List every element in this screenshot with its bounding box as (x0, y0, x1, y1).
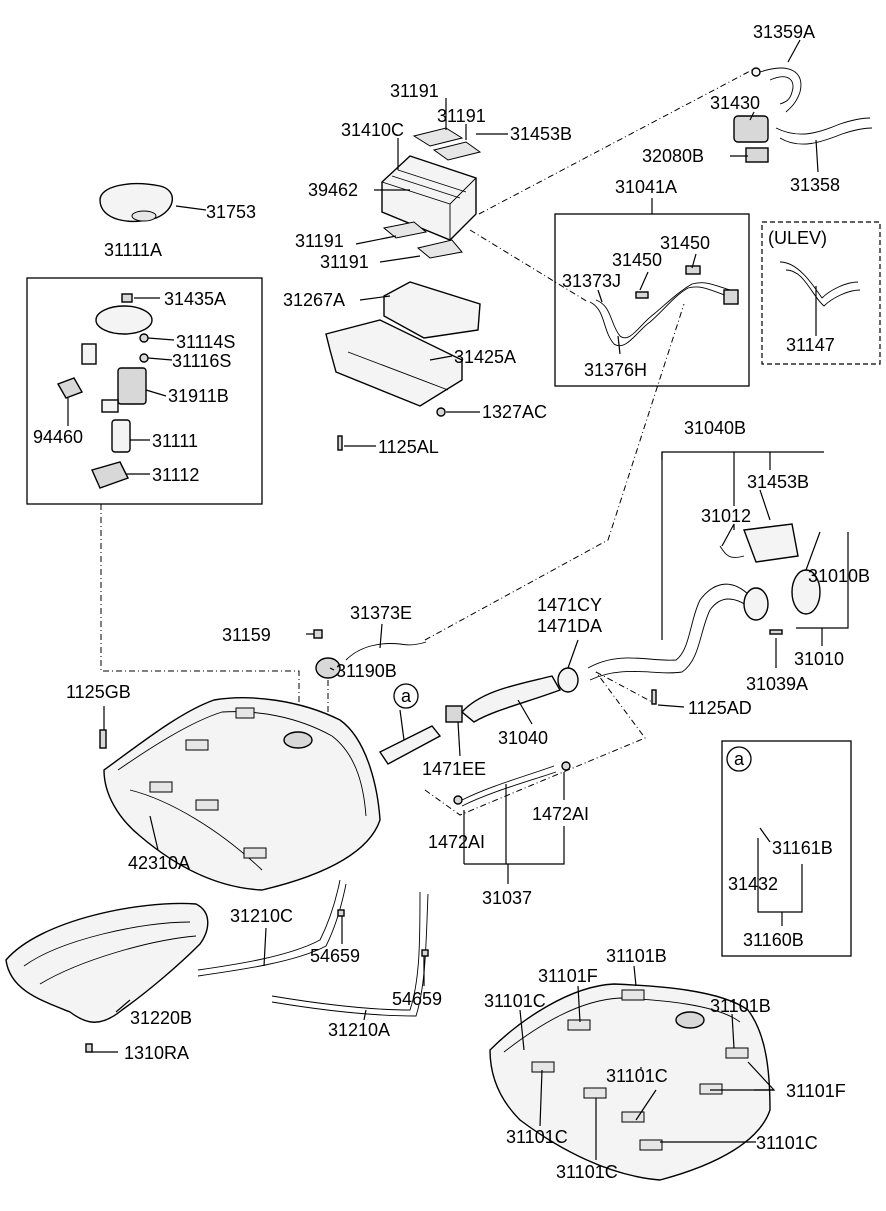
label-31359A: 31359A (753, 22, 815, 42)
label-31111: 31111 (152, 431, 198, 451)
strap-31210c (197, 879, 341, 971)
label-31450-a: 31450 (660, 233, 710, 253)
label-31432: 31432 (728, 874, 778, 894)
label-31191-d: 31191 (320, 252, 369, 272)
label-54659-a: 54659 (310, 946, 360, 966)
label-31040: 31040 (498, 728, 548, 748)
label-31101B-b: 31101B (710, 996, 771, 1016)
label-31010: 31010 (794, 649, 844, 669)
label-31911B: 31911B (168, 386, 229, 406)
fuel-tank-main (103, 697, 381, 891)
fuel-pump-parts (56, 183, 173, 489)
label-31101C-d: 31101C (756, 1133, 818, 1153)
label-31376H: 31376H (584, 360, 647, 380)
dash-leader-vent (424, 303, 685, 641)
filler-neck-group (378, 523, 821, 807)
label-31111A: 31111A (104, 240, 162, 260)
dash-leader-filler (424, 671, 646, 816)
label-31101C-e: 31101C (556, 1162, 618, 1182)
label-31041A: 31041A (615, 177, 677, 197)
label-31191-c: 31191 (295, 231, 344, 251)
label-31753: 31753 (206, 202, 256, 222)
label-31450-b: 31450 (612, 250, 662, 270)
part-labels: 31359A 31430 32080B 31358 31191 31191 31… (33, 22, 870, 1182)
label-1310RA: 1310RA (124, 1043, 189, 1063)
label-31101F-a: 31101F (538, 966, 598, 986)
dash-leader-canister-hose (469, 229, 589, 303)
label-31159: 31159 (222, 625, 271, 645)
label-31190B: 31190B (336, 661, 397, 681)
dash-leader-bolt-ad (595, 671, 655, 704)
label-39462: 39462 (308, 180, 358, 200)
label-31101C-a: 31101C (484, 991, 546, 1011)
label-ulev: (ULEV) (768, 228, 827, 248)
label-31267A: 31267A (283, 290, 345, 310)
label-42310A: 42310A (128, 853, 190, 873)
label-31191-b: 31191 (437, 106, 486, 126)
label-31425A: 31425A (454, 347, 516, 367)
label-1471DA: 1471DA (537, 616, 602, 636)
label-31161B: 31161B (772, 838, 833, 858)
label-31373J: 31373J (562, 271, 621, 291)
label-31430: 31430 (710, 93, 760, 113)
label-31012: 31012 (701, 506, 751, 526)
label-31101F-b: 31101F (786, 1081, 846, 1101)
filler-neck-detail-box (721, 740, 852, 957)
label-31116S: 31116S (172, 351, 231, 371)
label-94460: 94460 (33, 427, 83, 447)
label-1472AI-b: 1472AI (428, 832, 485, 852)
ulev-hose (779, 261, 859, 299)
label-54659-b: 54659 (392, 989, 442, 1009)
label-1327AC: 1327AC (482, 402, 547, 422)
label-1125GB: 1125GB (66, 682, 131, 702)
label-31210A: 31210A (328, 1020, 390, 1040)
canister-group (325, 127, 482, 451)
marker-a: a (401, 686, 412, 706)
label-31210C: 31210C (230, 906, 293, 926)
vent-hose-group (733, 67, 873, 163)
label-1472AI-a: 1472AI (532, 804, 589, 824)
label-31112: 31112 (152, 465, 199, 485)
label-31435A: 31435A (164, 289, 226, 309)
label-31453B-top: 31453B (510, 124, 572, 144)
marker-a-box: a (734, 749, 745, 769)
label-31160B: 31160B (743, 930, 804, 950)
label-31453B-mid: 31453B (747, 472, 809, 492)
label-31010B: 31010B (808, 566, 870, 586)
label-1125AD: 1125AD (688, 698, 752, 718)
label-31101B-a: 31101B (606, 946, 667, 966)
marker-a-circle (393, 683, 419, 709)
label-1471CY: 1471CY (537, 595, 602, 615)
tank-fittings (99, 629, 657, 749)
fuel-tank-pads (489, 983, 771, 1181)
leader-lines (67, 39, 849, 1160)
heat-shield (5, 902, 209, 1053)
label-32080B: 32080B (642, 146, 704, 166)
label-31191-top: 31191 (390, 81, 439, 101)
label-31358: 31358 (790, 175, 840, 195)
label-31220B: 31220B (130, 1008, 192, 1028)
strap-31210a (271, 891, 421, 1011)
label-31373E: 31373E (350, 603, 412, 623)
vapor-hose-lines (589, 265, 739, 347)
label-31114S: 31114S (176, 332, 235, 352)
label-1125AL: 1125AL (378, 437, 439, 457)
label-31101C-c: 31101C (506, 1127, 568, 1147)
dash-leader-pump (100, 504, 300, 724)
ulev-option-box (761, 221, 881, 365)
label-31147: 31147 (786, 335, 835, 355)
label-31037: 31037 (482, 888, 532, 908)
fuel-pump-assembly-box (26, 277, 263, 505)
label-31101C-b: 31101C (606, 1066, 668, 1086)
marker-a-box-circle (726, 746, 752, 772)
label-31039A: 31039A (746, 674, 808, 694)
label-1471EE: 1471EE (422, 759, 486, 779)
label-31410C: 31410C (341, 120, 404, 140)
label-31040B: 31040B (684, 418, 746, 438)
